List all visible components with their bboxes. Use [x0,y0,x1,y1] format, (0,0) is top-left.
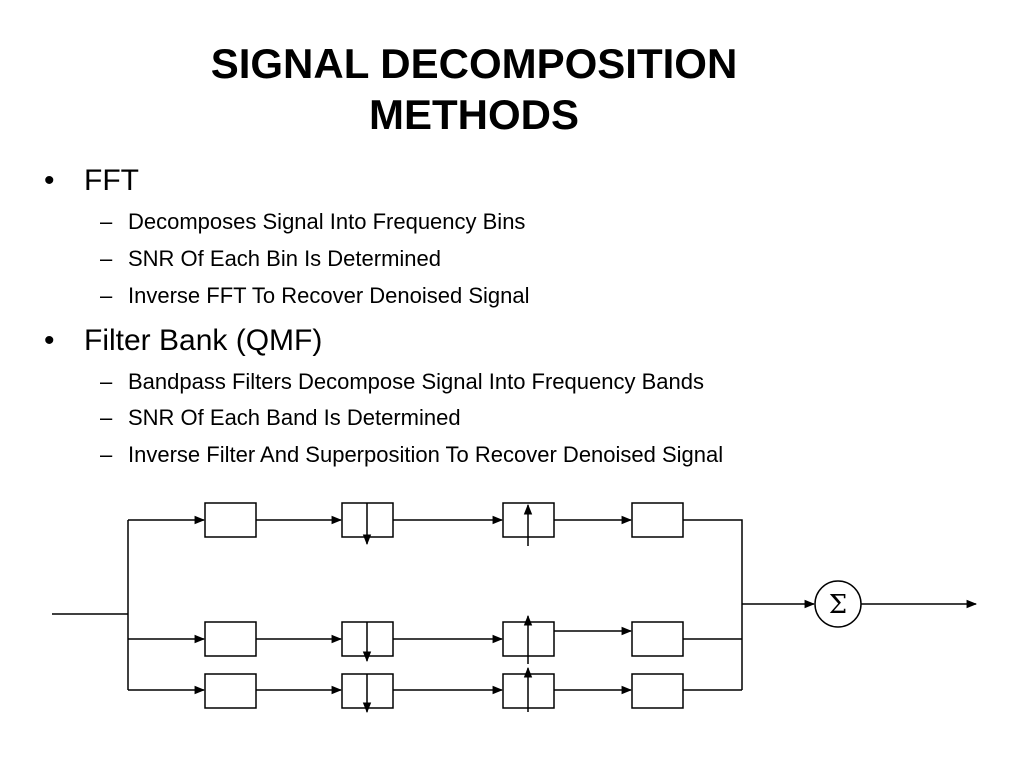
sub-bullet-label: Inverse FFT To Recover Denoised Signal [128,283,530,308]
bullet-marker: • [44,164,55,197]
sub-bullet-marker: – [100,283,113,308]
sigma-symbol: Σ [829,590,847,620]
sub-bullet-marker: – [100,442,113,467]
sub-bullet-label: Inverse Filter And Superposition To Reco… [128,442,724,467]
sub-bullet-item: –SNR Of Each Bin Is Determined [100,246,441,272]
sub-bullet-item: –Decomposes Signal Into Frequency Bins [100,209,525,235]
analysis-filter-box [204,673,257,709]
title-line-1: SIGNAL DECOMPOSITION [210,40,738,87]
title-line-2: METHODS [369,91,579,138]
analysis-filter-box [204,502,257,538]
bullet-marker: • [44,324,55,357]
sub-bullet-label: Bandpass Filters Decompose Signal Into F… [128,369,704,394]
sub-bullet-item: –Inverse FFT To Recover Denoised Signal [100,283,530,309]
branch-middle [128,614,742,664]
sub-bullet-marker: – [100,246,113,271]
sub-bullet-item: –Bandpass Filters Decompose Signal Into … [100,369,704,395]
analysis-filter-box [204,621,257,657]
branch-bottom [128,666,742,714]
bullet-label: FFT [84,164,139,197]
sub-bullet-marker: – [100,369,113,394]
synthesis-filter-box [631,673,684,709]
sub-bullet-label: SNR Of Each Bin Is Determined [128,246,442,271]
sub-bullet-marker: – [100,209,113,234]
sub-bullet-marker: – [100,405,113,430]
bullet-list: •FFT –Decomposes Signal Into Frequency B… [44,163,723,468]
synthesis-filter-box [631,621,684,657]
sub-bullet-label: Decomposes Signal Into Frequency Bins [128,209,526,234]
synthesis-filter-box [631,502,684,538]
bullet-item: • Filter Bank (QMF) [44,323,322,359]
bullet-item: • FFT [44,163,139,199]
branch-top [128,502,743,604]
sub-bullet-label: SNR Of Each Band Is Determined [128,405,461,430]
output-connector [683,519,743,604]
bullet-label: Filter Bank (QMF) [84,324,323,357]
slide-title: SIGNAL DECOMPOSITION METHODS [0,38,948,140]
sub-bullet-item: –SNR Of Each Band Is Determined [100,405,461,431]
sub-bullet-item: –Inverse Filter And Superposition To Rec… [100,442,723,468]
